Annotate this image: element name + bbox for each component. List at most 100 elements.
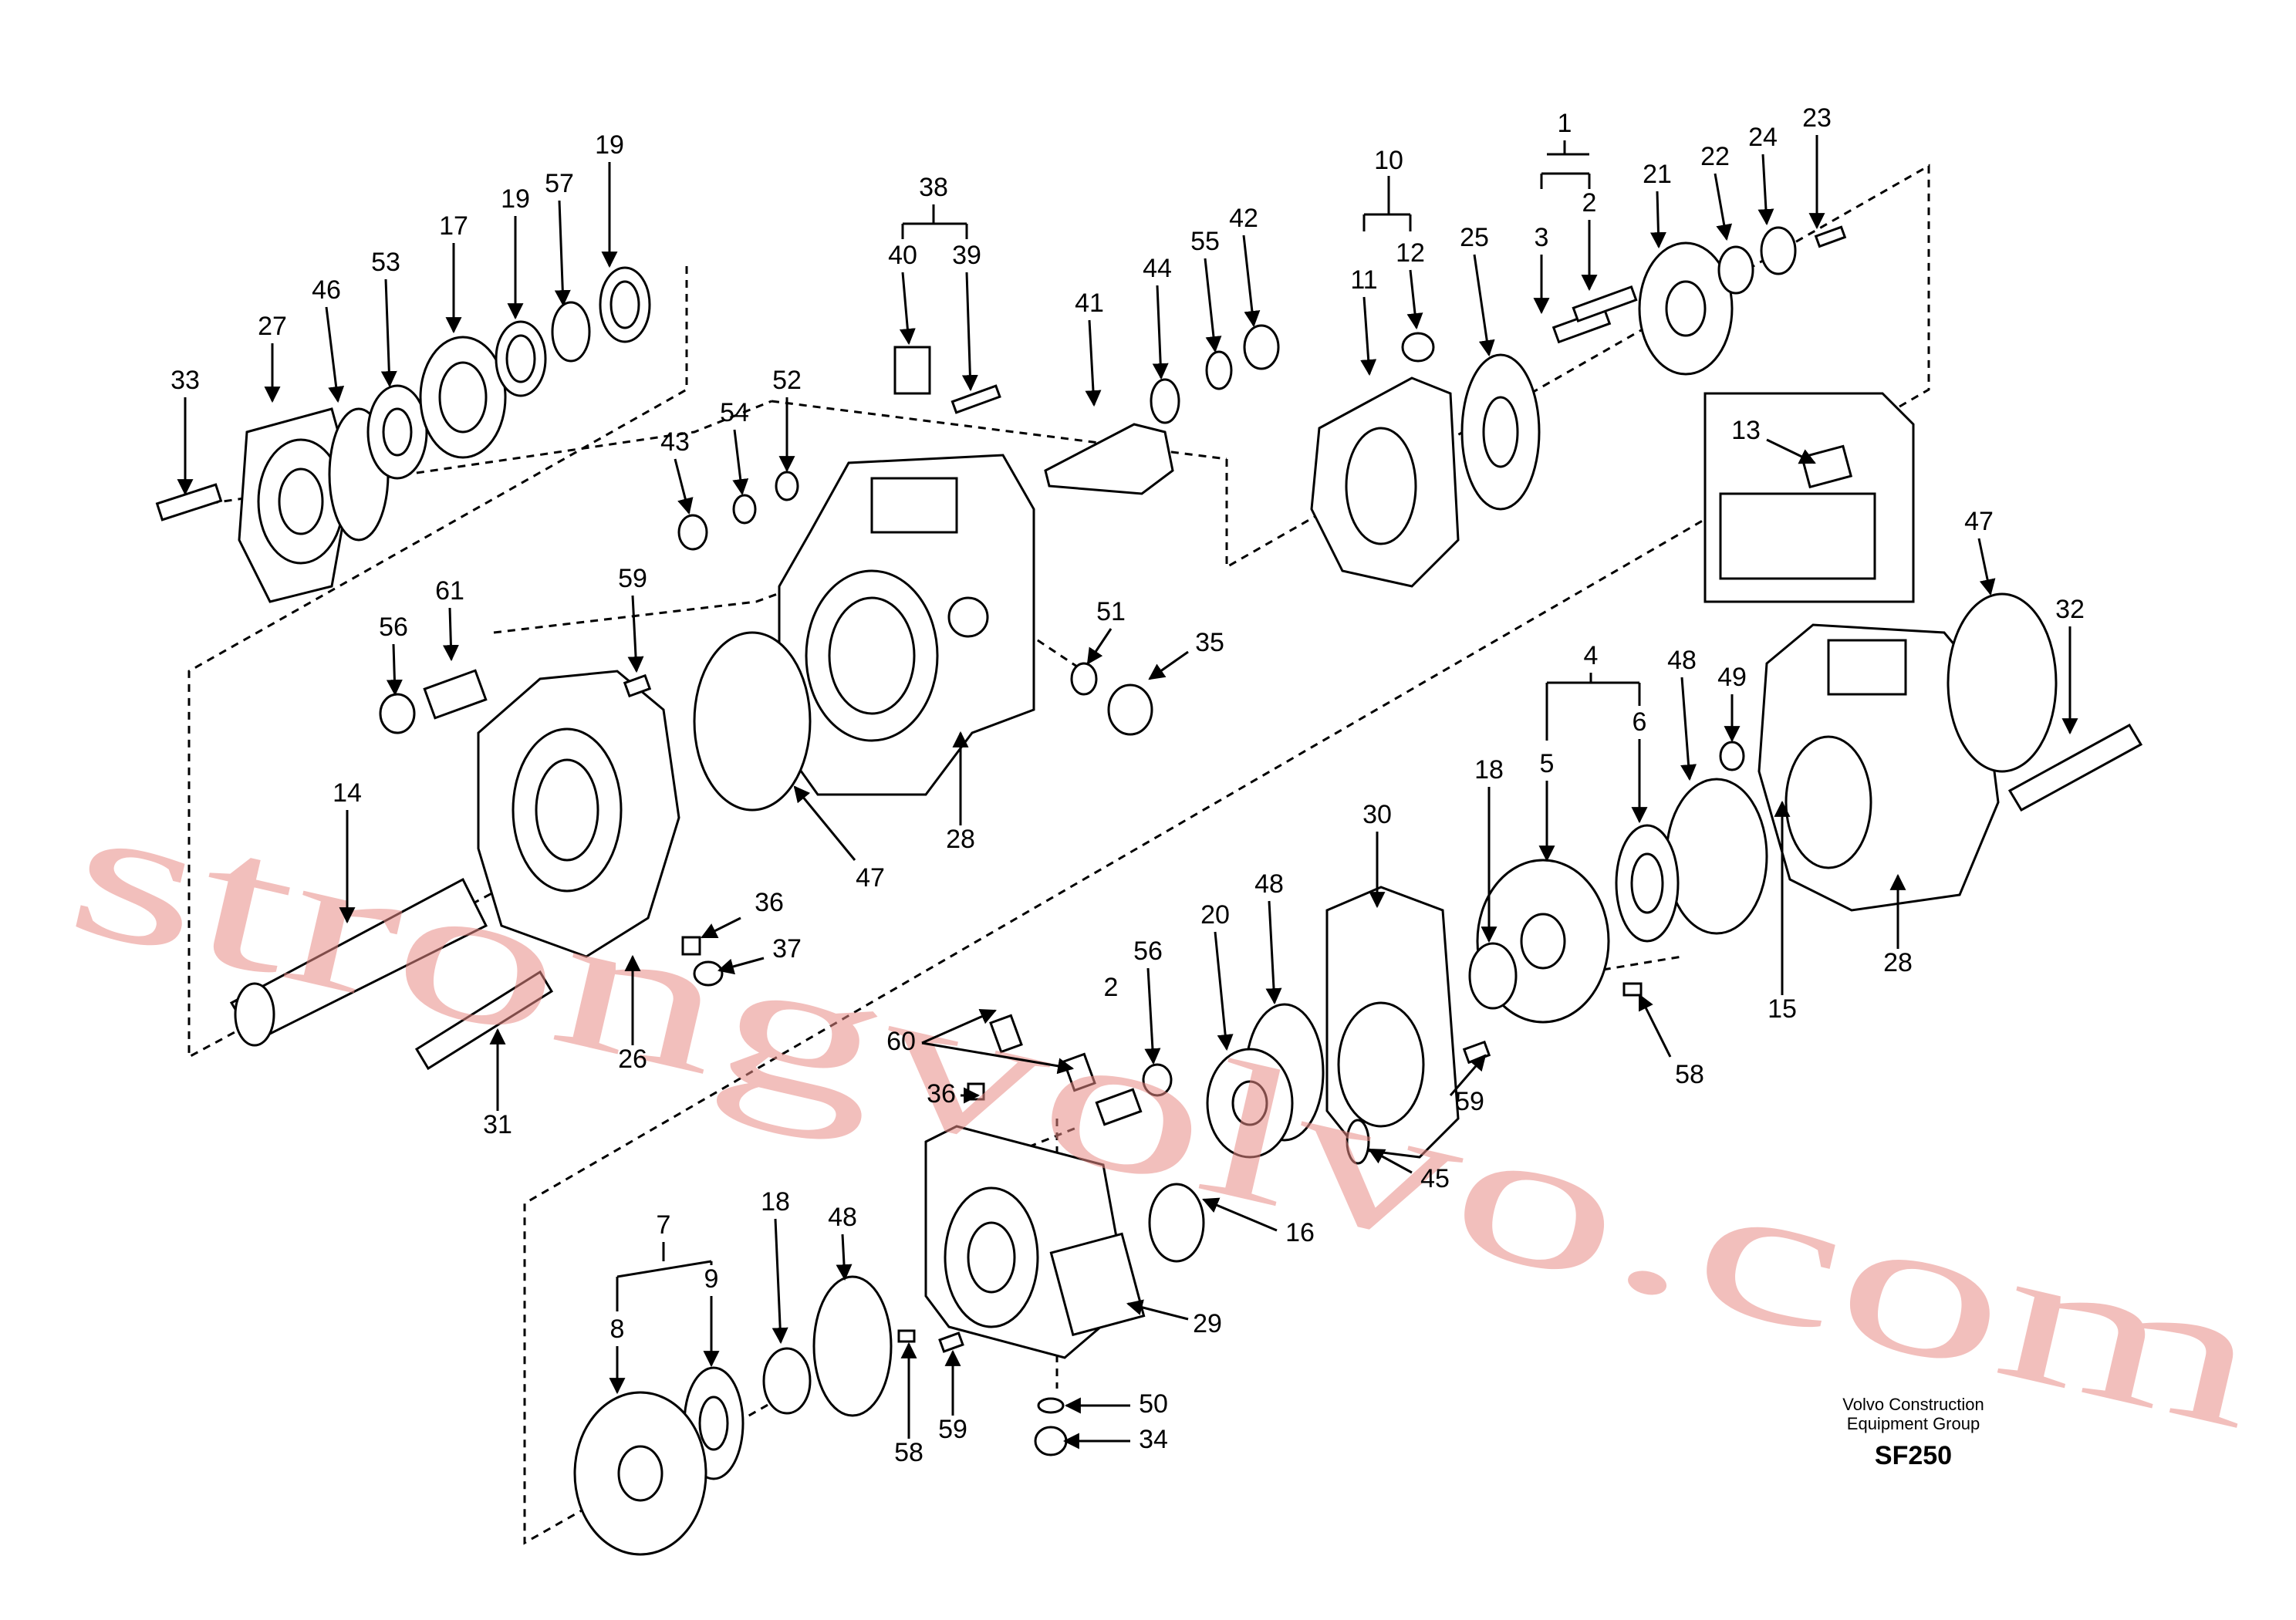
callout-47: 47	[856, 863, 885, 893]
part-42-nut[interactable]	[1243, 324, 1280, 370]
part-52-ring[interactable]	[775, 471, 799, 501]
part-29-port-block[interactable]	[924, 1125, 1146, 1359]
part-17-bearing[interactable]	[419, 336, 507, 459]
leader-line	[380, 278, 397, 388]
part-23-spring[interactable]	[1814, 225, 1847, 248]
part-47-oring-left[interactable]	[693, 631, 812, 812]
part-24-seal[interactable]	[1760, 226, 1797, 275]
callout-41: 41	[1075, 289, 1104, 318]
callout-28: 28	[946, 825, 975, 854]
part-35-plug[interactable]	[1107, 683, 1153, 736]
part-21-plate[interactable]	[1638, 241, 1734, 376]
part-30-valve-plate[interactable]	[1325, 886, 1460, 1159]
callout-26: 26	[618, 1045, 647, 1074]
part-34-plug[interactable]	[1034, 1426, 1068, 1456]
part-20-gear[interactable]	[1206, 1048, 1294, 1159]
company-name-line2: Equipment Group	[1847, 1414, 1980, 1433]
leader-line	[1766, 438, 1816, 464]
assembly-outline-center	[523, 164, 1930, 1545]
leader-line	[1144, 967, 1161, 1065]
callout-9: 9	[704, 1264, 719, 1294]
leader-line	[1204, 258, 1222, 353]
part-48-oring-c[interactable]	[812, 1275, 893, 1417]
callout-12: 12	[1396, 238, 1425, 268]
callout-49: 49	[1717, 663, 1747, 692]
callout-52: 52	[772, 366, 802, 395]
part-59-pin-b[interactable]	[1462, 1040, 1491, 1065]
part-32-bolt[interactable]	[2007, 723, 2143, 812]
callout-14: 14	[333, 778, 362, 808]
part-22-bushing[interactable]	[1717, 245, 1754, 295]
leader-line	[793, 785, 856, 861]
part-58-pin-a[interactable]	[1622, 982, 1643, 997]
part-27-flange[interactable]	[238, 407, 353, 603]
part-26-cover[interactable]	[477, 670, 680, 958]
callout-50: 50	[1139, 1389, 1168, 1419]
part-31-bolt[interactable]	[414, 970, 554, 1071]
callout-19: 19	[595, 130, 624, 160]
part-18-bearing-a[interactable]	[1468, 942, 1518, 1010]
part-61-spring[interactable]	[423, 669, 488, 720]
callout-4: 4	[1584, 641, 1599, 670]
part-62-spring[interactable]	[1095, 1088, 1143, 1126]
leader-line	[616, 1260, 712, 1278]
part-10-swash-plate[interactable]	[1310, 376, 1460, 588]
leader-line	[1242, 235, 1261, 328]
part-16-bearing[interactable]	[1148, 1183, 1205, 1263]
callout-2: 2	[1104, 973, 1119, 1002]
part-45-ring[interactable]	[1346, 1119, 1370, 1165]
part-58-pin-b[interactable]	[897, 1329, 916, 1343]
part-51-ring[interactable]	[1070, 662, 1098, 696]
part-19-ring-b[interactable]	[599, 266, 651, 343]
callout-13: 13	[1731, 416, 1761, 445]
leader-line	[1265, 900, 1282, 1005]
leader-line	[717, 957, 765, 975]
part-41-plug[interactable]	[1044, 423, 1174, 495]
callout-1: 1	[1558, 109, 1572, 138]
part-57-snap-ring[interactable]	[551, 301, 591, 363]
part-49-ring[interactable]	[1719, 741, 1745, 771]
callout-28: 28	[1883, 948, 1913, 977]
callout-38: 38	[919, 173, 948, 202]
callout-5: 5	[1540, 749, 1555, 778]
callout-39: 39	[952, 241, 981, 270]
callout-36: 36	[927, 1079, 956, 1109]
part-8-cylinder[interactable]	[573, 1391, 707, 1556]
leader-line	[961, 272, 978, 392]
part-33-bolt[interactable]	[155, 483, 223, 521]
leader-line	[1152, 285, 1169, 380]
part-59-pin[interactable]	[623, 673, 652, 698]
callout-6: 6	[1633, 707, 1647, 737]
part-6-plate[interactable]	[1615, 824, 1680, 943]
leader-line	[674, 458, 694, 515]
leader-line	[1085, 319, 1102, 407]
callout-18: 18	[761, 1187, 790, 1217]
part-54-ring[interactable]	[732, 494, 757, 525]
part-12-bushing[interactable]	[1401, 332, 1435, 363]
part-56-nut[interactable]	[379, 693, 416, 734]
callout-60: 60	[886, 1027, 916, 1056]
part-14-shaft[interactable]	[229, 877, 488, 1047]
part-25-washer[interactable]	[1460, 353, 1541, 511]
leader-line	[1202, 1197, 1278, 1232]
callout-43: 43	[660, 427, 690, 457]
part-43-nut[interactable]	[677, 514, 708, 551]
part-3-2-pins[interactable]	[1551, 285, 1638, 344]
part-59-pin-c[interactable]	[938, 1331, 964, 1353]
part-19-ring-a[interactable]	[495, 320, 547, 397]
leader-line	[627, 595, 644, 673]
part-53-seal[interactable]	[366, 384, 428, 480]
part-28-housing-right[interactable]	[1757, 623, 2000, 912]
diagram-code: SF250	[1875, 1441, 1952, 1470]
part-55-ring[interactable]	[1205, 350, 1233, 390]
leader-line	[921, 1041, 1075, 1075]
part-28-housing[interactable]	[778, 454, 1035, 796]
part-50-ring[interactable]	[1037, 1397, 1065, 1414]
callout-57: 57	[545, 169, 574, 198]
part-47-oring-right[interactable]	[1947, 592, 2058, 773]
part-48-oring-a[interactable]	[1665, 778, 1768, 935]
part-18-bearing-b[interactable]	[762, 1347, 812, 1415]
part-39-40-bracket[interactable]	[893, 346, 1001, 414]
part-44-ring[interactable]	[1150, 378, 1180, 424]
